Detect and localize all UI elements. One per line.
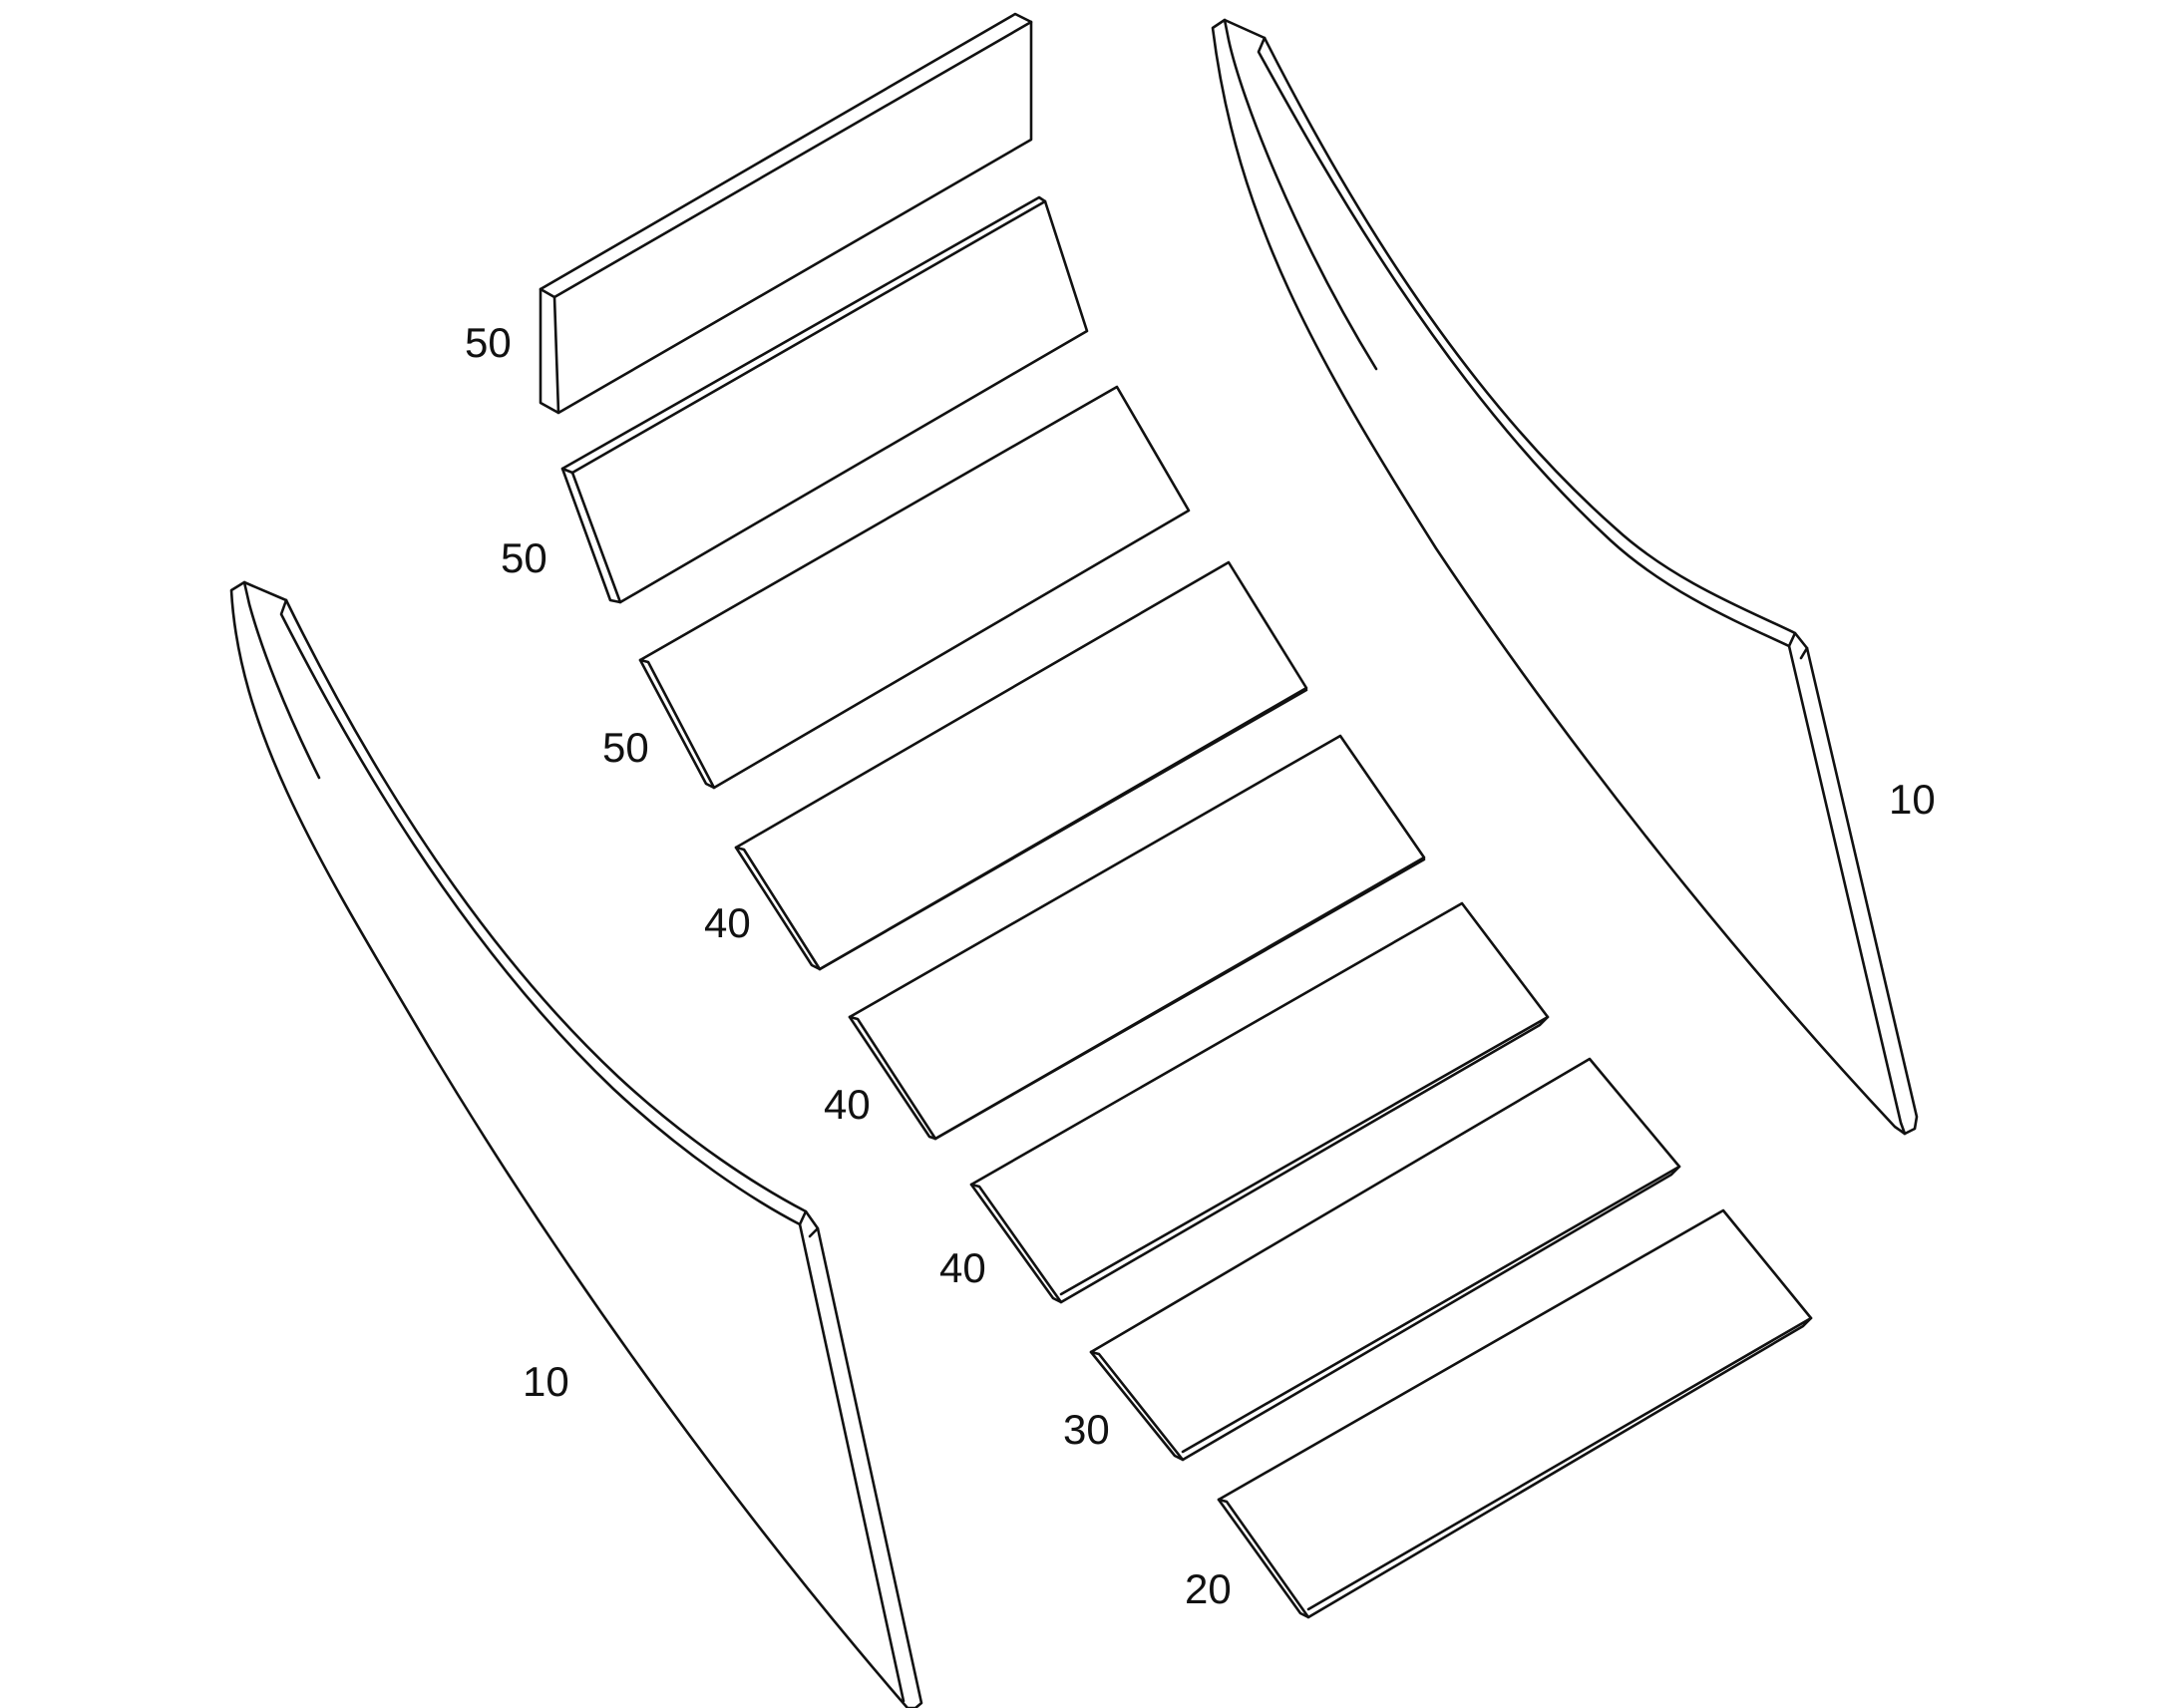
part-label-slat-3: 50 [602,724,649,771]
slat-2 [560,195,1089,604]
part-label-slat-6: 40 [939,1244,986,1291]
side-panel-right [1211,18,1919,1136]
part-label-slat-2: 50 [501,534,547,581]
side-panel-left [229,580,923,1708]
slat-4 [734,560,1308,971]
slat-8 [1217,1208,1813,1619]
slat-1 [539,12,1033,415]
part-label-slat-5: 40 [824,1081,871,1128]
slat-3 [638,385,1191,790]
slat-5 [848,734,1426,1141]
slat-6 [969,901,1550,1304]
part-label-side-panel-left: 10 [523,1358,569,1405]
slat-7 [1089,1057,1681,1462]
part-label-side-panel-right: 10 [1889,776,1936,823]
part-label-slat-7: 30 [1063,1406,1110,1453]
part-label-slat-8: 20 [1185,1565,1232,1612]
part-label-slat-4: 40 [704,899,751,946]
part-label-slat-1: 50 [465,319,512,366]
